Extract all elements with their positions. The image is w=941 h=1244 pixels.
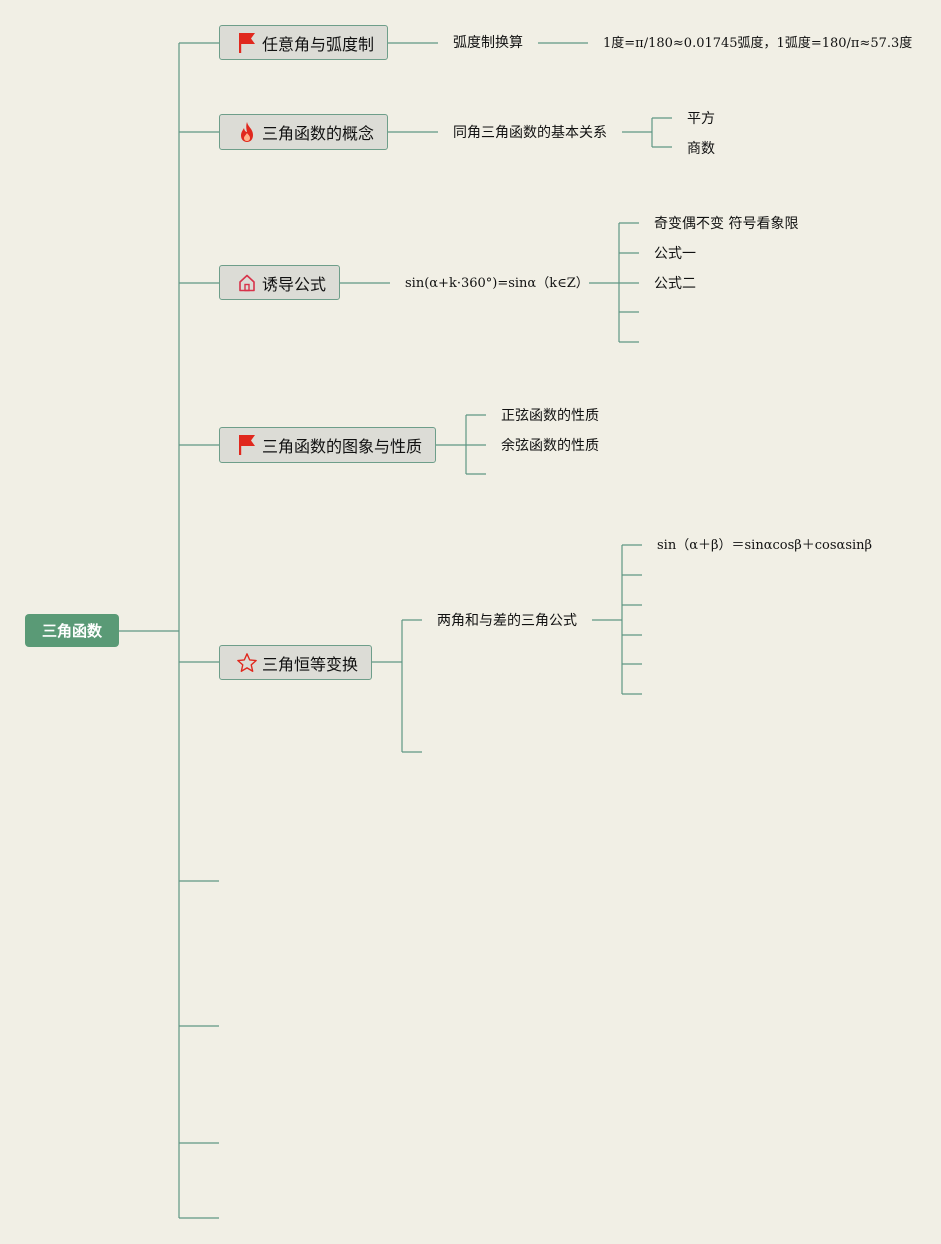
sub-node-basic-relation[interactable]: 同角三角函数的基本关系	[453, 125, 607, 141]
child-node-quotient[interactable]: 商数	[687, 141, 715, 157]
root-node[interactable]: 三角函数	[25, 614, 119, 647]
red-flag-icon	[236, 32, 258, 54]
star-icon	[236, 652, 258, 674]
child-node-mnemonic[interactable]: 奇变偶不变 符号看象限	[654, 216, 799, 232]
branch-node-angle-radian[interactable]: 任意角与弧度制	[219, 25, 388, 60]
root-label: 三角函数	[41, 622, 102, 640]
branch-label: 任意角与弧度制	[262, 34, 375, 54]
branch-label: 三角函数的概念	[262, 124, 375, 143]
branch-node-trig-concept[interactable]: 三角函数的概念	[219, 114, 388, 150]
branch-node-identity-transform[interactable]: 三角恒等变换	[219, 645, 372, 680]
branch-label: 三角函数的图象与性质	[262, 437, 423, 456]
sub-node-sin-period-formula[interactable]: sin(α+k·360°)=sinα（k∈Z）	[405, 276, 589, 291]
child-node-sine-properties[interactable]: 正弦函数的性质	[501, 408, 599, 424]
branch-label: 诱导公式	[262, 274, 327, 294]
child-node-formula-two[interactable]: 公式二	[654, 276, 696, 292]
branch-label: 三角恒等变换	[262, 654, 359, 674]
child-node-square[interactable]: 平方	[687, 111, 715, 127]
child-node-formula-one[interactable]: 公式一	[654, 246, 696, 262]
house-icon	[236, 272, 258, 294]
detail-node-conversion-formula[interactable]: 1度=π/180≈0.01745弧度，1弧度=180/π≈57.3度	[603, 36, 913, 51]
sub-node-radian-conversion[interactable]: 弧度制换算	[453, 35, 523, 51]
child-node-sin-sum-formula[interactable]: sin（α＋β）＝sinαcosβ＋cosαsinβ	[657, 538, 873, 553]
child-node-cosine-properties[interactable]: 余弦函数的性质	[501, 438, 599, 454]
red-flag-icon	[236, 434, 258, 456]
fire-icon	[236, 121, 258, 143]
branch-node-graph-properties[interactable]: 三角函数的图象与性质	[219, 427, 436, 463]
branch-node-induction-formula[interactable]: 诱导公式	[219, 265, 340, 300]
sub-node-sum-difference-formula[interactable]: 两角和与差的三角公式	[437, 613, 577, 629]
